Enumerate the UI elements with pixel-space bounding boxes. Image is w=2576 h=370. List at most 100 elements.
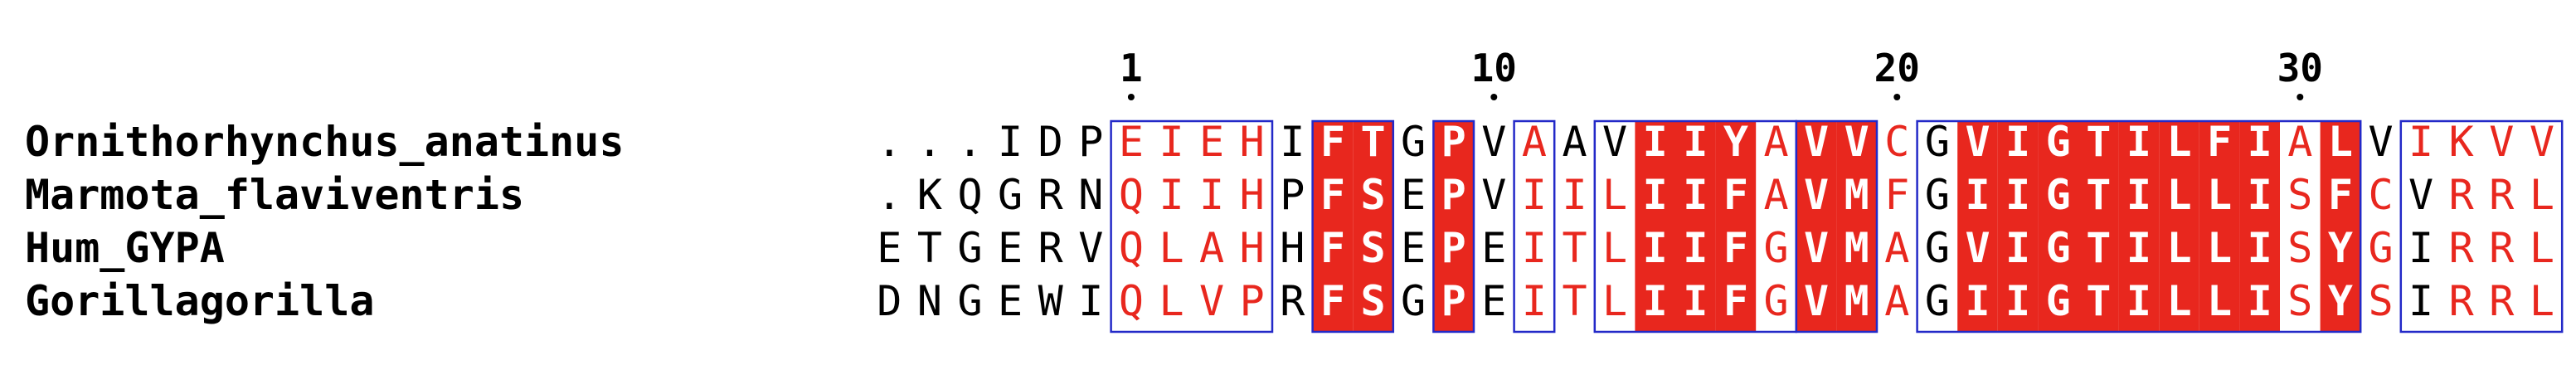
identical-column-highlight [2159, 120, 2199, 333]
residue: F [1320, 171, 1345, 219]
residue: I [1522, 171, 1547, 219]
residue: M [1845, 171, 1869, 219]
residue: G [2046, 277, 2071, 325]
residue: Q [1119, 224, 1144, 272]
residue: V [1481, 171, 1506, 219]
residue: I [1159, 171, 1184, 219]
residue: I [2126, 118, 2151, 166]
residue: I [2248, 171, 2272, 219]
sequence-name: Ornithorhynchus_anatinus [25, 118, 624, 166]
residue: V [1078, 224, 1103, 272]
residue: I [2126, 277, 2151, 325]
residue: F [1723, 277, 1748, 325]
residue: L [1602, 171, 1627, 219]
residue: V [1804, 118, 1829, 166]
residue: T [917, 224, 942, 272]
residue: L [1602, 277, 1627, 325]
residue: F [2207, 118, 2232, 166]
residue: W [1038, 277, 1064, 325]
identical-column-highlight [1353, 120, 1393, 333]
residue: G [1925, 118, 1950, 166]
residue: R [2449, 171, 2475, 219]
residue: P [1280, 171, 1305, 219]
residue: A [1522, 118, 1547, 166]
residue: Q [1119, 171, 1144, 219]
residue: N [1078, 171, 1103, 219]
residue: I [1562, 171, 1587, 219]
residue: T [2086, 224, 2111, 272]
conservation-block [1432, 119, 1475, 333]
residue: E [998, 277, 1023, 325]
residue: P [1441, 277, 1466, 325]
residue: M [1845, 224, 1869, 272]
residue: I [2005, 171, 2030, 219]
ruler-dot [1490, 94, 1498, 100]
ruler-number: 30 [2277, 46, 2323, 90]
identity-highlight-layer [1312, 120, 2361, 333]
residue: Y [2328, 277, 2353, 325]
residue: G [1925, 277, 1950, 325]
residue: E [877, 224, 902, 272]
residue: R [2489, 171, 2515, 219]
conservation-block [1110, 119, 1274, 333]
conservation-blocks [1110, 119, 2564, 333]
residue: H [1280, 224, 1305, 272]
residue: V [1845, 118, 1869, 166]
residue: C [2368, 171, 2393, 219]
residue: I [2005, 224, 2030, 272]
residue: L [2166, 224, 2191, 272]
residue: I [2005, 118, 2030, 166]
residue: L [2207, 277, 2232, 325]
ruler-dot [2297, 94, 2304, 100]
residue: I [2408, 224, 2433, 272]
residue: S [2287, 171, 2312, 219]
identical-column-highlight [2118, 120, 2160, 333]
residue: I [1683, 224, 1708, 272]
residue: E [1199, 118, 1224, 166]
residue: A [2287, 118, 2312, 166]
residue: Y [1723, 118, 1748, 166]
residue: C [1884, 118, 1909, 166]
residue: A [1199, 224, 1224, 272]
residue: L [2530, 277, 2554, 325]
sequence-name: Marmota_flaviventris [25, 171, 524, 219]
residue: I [2408, 277, 2433, 325]
residue: M [1845, 277, 1869, 325]
residue: S [2287, 224, 2312, 272]
residue: . [957, 118, 982, 166]
residue: G [2368, 224, 2393, 272]
residue: S [1360, 224, 1385, 272]
identical-column-highlight [2320, 120, 2361, 333]
residue: T [2086, 171, 2111, 219]
residue: A [1884, 277, 1909, 325]
residue: G [998, 171, 1023, 219]
identical-column-highlight [1997, 120, 2039, 333]
residue: G [957, 277, 982, 325]
residue: G [1401, 118, 1426, 166]
residue: S [2368, 277, 2393, 325]
residue: S [2287, 277, 2312, 325]
residue: L [1159, 224, 1184, 272]
identical-column-highlight [2078, 120, 2119, 333]
residue: E [1401, 171, 1426, 219]
residue: L [2207, 224, 2232, 272]
residue: R [1038, 171, 1064, 219]
residue: L [2207, 171, 2232, 219]
residue: I [1643, 224, 1668, 272]
residue: R [2449, 277, 2475, 325]
residue: V [2530, 118, 2554, 166]
residue: V [2408, 171, 2433, 219]
residue: F [1884, 171, 1909, 219]
residue: R [1280, 277, 1305, 325]
residue: I [2126, 224, 2151, 272]
residue: I [1159, 118, 1184, 166]
residue: I [2408, 118, 2433, 166]
residue: A [1763, 118, 1788, 166]
residue: V [1602, 118, 1627, 166]
residue: E [1401, 224, 1426, 272]
residue: H [1240, 171, 1265, 219]
residue: H [1240, 224, 1265, 272]
residue: G [2046, 224, 2071, 272]
identical-column-highlight [1836, 120, 1877, 333]
